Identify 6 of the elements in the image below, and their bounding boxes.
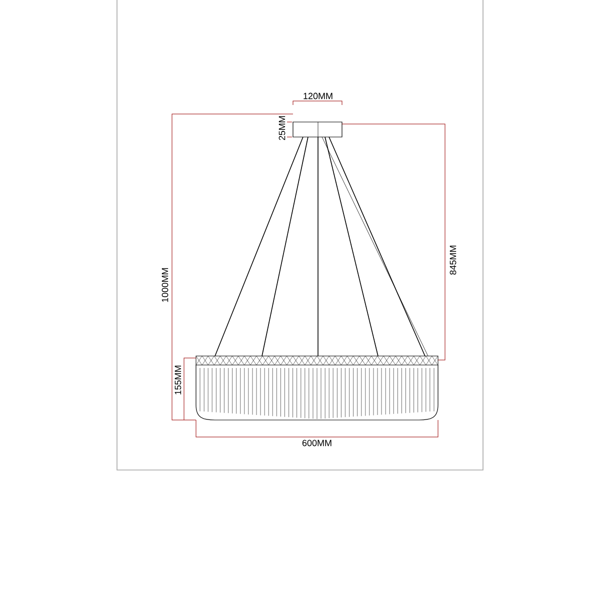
dimension-label: 25MM xyxy=(278,116,286,140)
dimension-label: 1000MM xyxy=(162,268,168,302)
dimension-label: 120MM xyxy=(304,92,332,100)
dimension-label: 845MM xyxy=(450,246,456,275)
dimension-label: 155MM xyxy=(174,366,182,394)
dimension-label: 600MM xyxy=(302,440,332,446)
